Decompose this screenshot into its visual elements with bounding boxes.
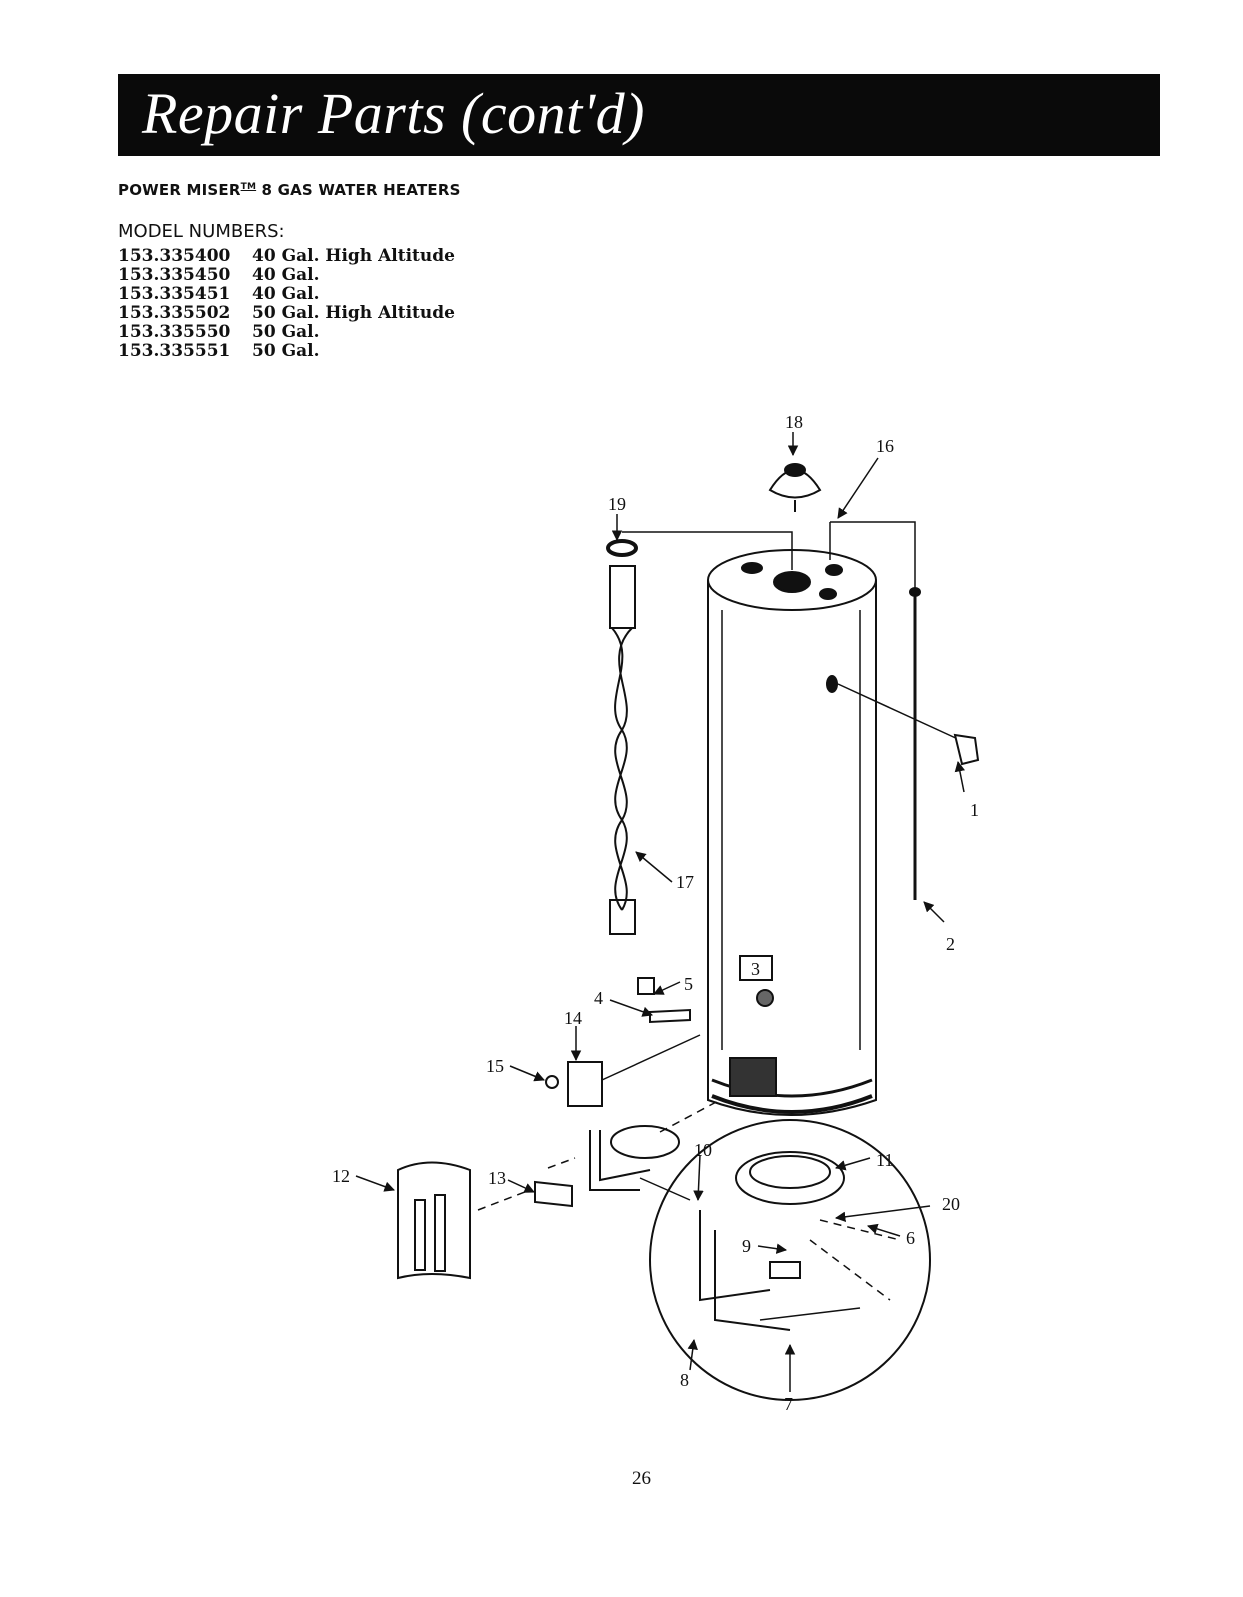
model-description: 40 Gal. xyxy=(252,285,455,304)
model-number: 153.335400 xyxy=(118,247,252,266)
callout-6: 6 xyxy=(906,1228,915,1248)
header-banner: Repair Parts (cont'd) xyxy=(118,74,1160,156)
callout-5: 5 xyxy=(684,974,693,994)
inner-door xyxy=(535,1182,572,1206)
callout-20: 20 xyxy=(942,1194,960,1214)
callout-18: 18 xyxy=(785,412,803,432)
parts-diagram-svg: 18 16 19 1 17 2 3 5 4 14 15 10 11 12 13 … xyxy=(300,400,1060,1420)
model-description: 50 Gal. xyxy=(252,342,455,361)
callout-3: 3 xyxy=(751,959,760,979)
callout-19: 19 xyxy=(608,494,626,514)
model-number: 153.335551 xyxy=(118,342,252,361)
product-name: POWER MISER xyxy=(118,181,241,199)
anode-rod xyxy=(910,588,920,900)
callout-12: 12 xyxy=(332,1166,350,1186)
callout-16: 16 xyxy=(876,436,894,456)
model-description: 50 Gal. xyxy=(252,323,455,342)
page-title: Repair Parts (cont'd) xyxy=(142,80,645,147)
outer-door xyxy=(398,1163,470,1279)
callout-14: 14 xyxy=(564,1008,582,1028)
model-number: 153.335502 xyxy=(118,304,252,323)
product-line: 8 GAS WATER HEATERS xyxy=(256,181,460,199)
model-number: 153.335450 xyxy=(118,266,252,285)
model-numbers-heading: MODEL NUMBERS: xyxy=(118,221,285,242)
page-number: 26 xyxy=(632,1468,651,1490)
callout-9: 9 xyxy=(742,1236,751,1256)
callout-2: 2 xyxy=(946,934,955,954)
water-heater-tank xyxy=(708,550,876,1115)
callout-1: 1 xyxy=(970,800,979,820)
callout-10: 10 xyxy=(694,1140,712,1160)
callout-8: 8 xyxy=(680,1370,689,1390)
exploded-parts-diagram: 18 16 19 1 17 2 3 5 4 14 15 10 11 12 13 … xyxy=(300,400,1060,1420)
drain-valve xyxy=(638,978,690,1022)
burner-assembly xyxy=(590,1126,679,1190)
callout-11: 11 xyxy=(876,1150,893,1170)
model-description: 40 Gal. High Altitude xyxy=(252,247,455,266)
model-number: 153.335451 xyxy=(118,285,252,304)
dip-tube xyxy=(608,541,636,934)
product-subtitle: POWER MISERTM 8 GAS WATER HEATERS xyxy=(118,181,461,199)
gas-control-valve xyxy=(546,1035,700,1106)
model-description: 50 Gal. High Altitude xyxy=(252,304,455,323)
callout-13: 13 xyxy=(488,1168,506,1188)
heat-trap-cap xyxy=(770,464,820,512)
callout-17: 17 xyxy=(676,872,694,892)
callout-4: 4 xyxy=(594,988,603,1008)
model-number: 153.335550 xyxy=(118,323,252,342)
callout-7: 7 xyxy=(784,1394,793,1414)
callout-15: 15 xyxy=(486,1056,504,1076)
trademark-mark: TM xyxy=(241,182,257,192)
model-description: 40 Gal. xyxy=(252,266,455,285)
